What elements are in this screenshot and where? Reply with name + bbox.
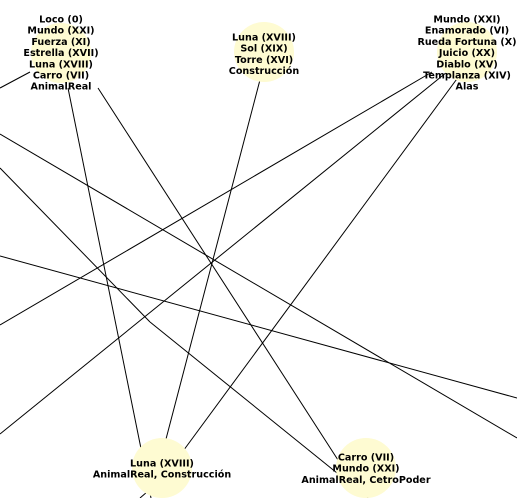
nodes-layer: Loco (0)Mundo (XXI)Fuerza (XI)Estrella (… [23,15,517,498]
node-label-line: Luna (XVIII) [130,459,194,470]
node-label-line: Estrella (XVII) [23,48,98,59]
edges-layer [0,71,517,498]
node-top-right: Mundo (XXI)Enamorado (VI)Rueda Fortuna (… [417,15,516,93]
edge [67,87,152,498]
node-label-line: Mundo (XXI) [433,15,500,26]
node-label-line: Luna (XVIII) [29,59,93,70]
edge [159,75,262,463]
node-label-line: AnimalReal [31,82,92,93]
node-label-line: Loco (0) [39,15,83,26]
node-circle [336,438,396,498]
node-label-line: Luna (XVIII) [232,33,296,44]
node-label-line: AnimalReal, CetroPoder [301,475,430,486]
node-label-line: Torre (XVI) [235,55,293,66]
node-label-line: Juicio (XX) [438,48,495,59]
edge [0,255,517,399]
edge [97,87,339,461]
node-label-line: Enamorado (VI) [425,26,509,37]
node-label-line: Construcción [229,65,300,77]
node-circle [234,22,294,82]
node-label-line: Mundo (XXI) [27,26,94,37]
node-label-line: Diablo (XV) [436,59,497,70]
node-label: Loco (0)Mundo (XXI)Fuerza (XI)Estrella (… [23,15,98,93]
node-label-line: Sol (XIX) [240,44,287,55]
node-circle [132,438,192,498]
node-top-center: Luna (XVIII)Sol (XIX)Torre (XVI)Construc… [229,22,300,82]
edge [0,167,151,323]
node-bottom-left: Luna (XVIII)AnimalReal, Construcción [93,438,232,498]
node-label-line: Templanza (XIV) [423,71,511,82]
edge [0,71,448,435]
node-circle [31,23,91,83]
node-bottom-right: Carro (VII)Mundo (XXI)AnimalReal, CetroP… [301,438,431,498]
node-label-line: Rueda Fortuna (X) [417,37,516,48]
node-label-line: AnimalReal, Construcción [93,469,232,481]
edge [0,133,517,439]
node-label-line: Fuerza (XI) [31,37,90,48]
node-top-left: Loco (0)Mundo (XXI)Fuerza (XI)Estrella (… [23,15,98,93]
edge [174,71,463,463]
node-label: Mundo (XXI)Enamorado (VI)Rueda Fortuna (… [417,15,516,93]
node-circle [437,22,497,82]
node-label-line: Mundo (XXI) [332,464,399,475]
node-label-line: Carro (VII) [33,71,89,82]
edge [0,71,433,326]
node-label: Luna (XVIII)AnimalReal, Construcción [93,459,232,481]
node-label-line: Alas [456,82,479,93]
edge [149,321,369,498]
node-label: Carro (VII)Mundo (XXI)AnimalReal, CetroP… [301,453,430,486]
node-label-line: Carro (VII) [338,453,394,464]
edge [0,71,31,89]
node-label: Luna (XVIII)Sol (XIX)Torre (XVI)Construc… [229,33,300,78]
